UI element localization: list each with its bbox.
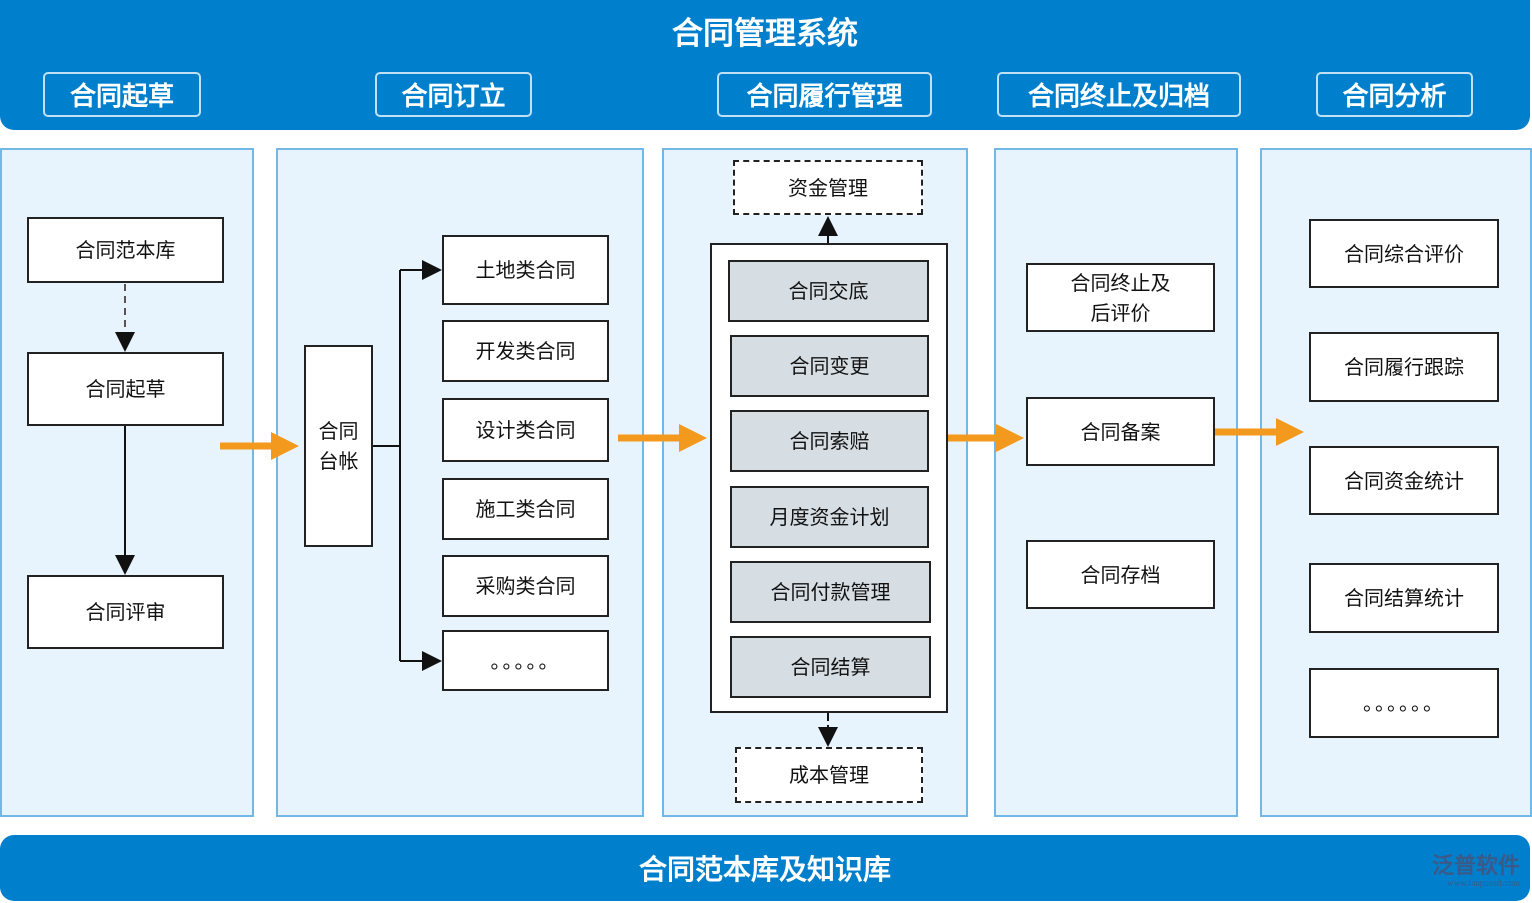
stage-signing: 合同订立 <box>375 72 532 117</box>
stage-analysis: 合同分析 <box>1316 72 1473 117</box>
branch-line <box>373 270 401 661</box>
node-contract-type: 开发类合同 <box>442 320 609 382</box>
node-filing: 合同备案 <box>1026 397 1215 466</box>
node-archive: 合同存档 <box>1026 540 1215 609</box>
stage-performance: 合同履行管理 <box>717 72 932 117</box>
node-analysis: 合同资金统计 <box>1309 446 1499 515</box>
node-performance: 合同结算 <box>730 636 931 698</box>
stage-drafting: 合同起草 <box>43 72 201 117</box>
node-termination: 合同终止及 后评价 <box>1026 263 1215 332</box>
node-contract-type: 采购类合同 <box>442 555 609 617</box>
footer-banner: 合同范本库及知识库 <box>0 835 1530 901</box>
node-performance: 合同付款管理 <box>730 561 931 623</box>
node-contract-type: 施工类合同 <box>442 478 609 540</box>
logo-name: 泛普软件 <box>1431 854 1520 879</box>
diagram-title: 合同管理系统 <box>672 16 858 52</box>
node-drafting: 合同起草 <box>27 352 224 426</box>
node-template-library: 合同范本库 <box>27 217 224 283</box>
node-performance: 月度资金计划 <box>730 486 929 548</box>
watermark-logo: 泛普软件 www.fanpusoft.com <box>1431 854 1520 889</box>
node-analysis: 合同综合评价 <box>1309 219 1499 288</box>
node-fund-management: 资金管理 <box>733 160 923 215</box>
node-more: 。。。。。。 <box>1309 668 1499 738</box>
node-more: 。。。。。 <box>442 630 609 691</box>
node-performance: 合同变更 <box>730 335 929 397</box>
panel-termination <box>994 148 1238 817</box>
node-analysis: 合同履行跟踪 <box>1309 332 1499 402</box>
node-review: 合同评审 <box>27 575 224 649</box>
node-cost-management: 成本管理 <box>735 747 923 803</box>
header-banner <box>0 0 1530 130</box>
node-performance: 合同交底 <box>728 260 929 322</box>
logo-url: www.fanpusoft.com <box>1447 878 1520 888</box>
stage-termination: 合同终止及归档 <box>997 72 1241 117</box>
node-contract-type: 土地类合同 <box>442 235 609 305</box>
node-performance: 合同索赔 <box>730 410 929 472</box>
node-analysis: 合同结算统计 <box>1309 563 1499 633</box>
node-contract-type: 设计类合同 <box>442 398 609 462</box>
node-ledger: 合同 台帐 <box>304 345 373 547</box>
